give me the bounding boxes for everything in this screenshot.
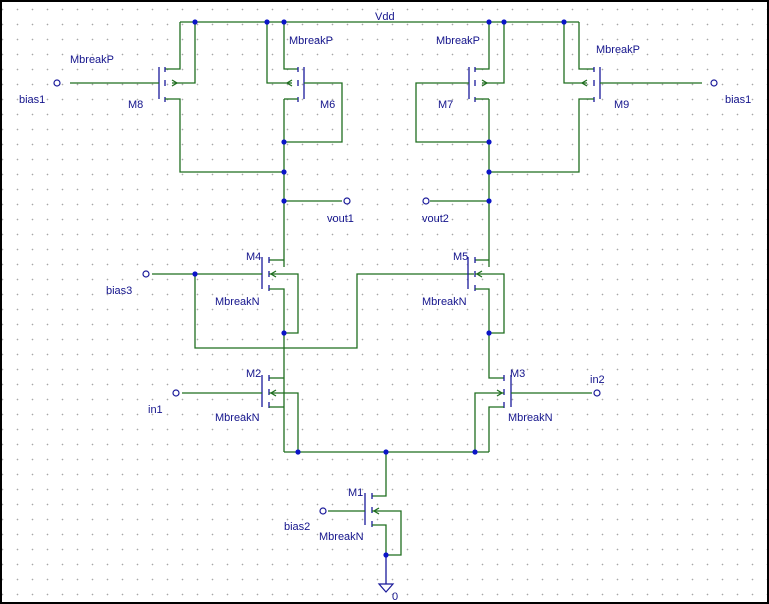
m5-ref: M5 (453, 251, 468, 263)
in2-label: in2 (590, 374, 605, 386)
m3-model: MbreakN (508, 412, 553, 424)
m4-ref: M4 (246, 251, 261, 263)
transistor-m3[interactable]: in2 M3 MbreakN (474, 368, 605, 452)
transistor-m6[interactable]: MbreakP M6 (266, 22, 343, 143)
vout1-label: vout1 (327, 213, 354, 225)
m9-ref: M9 (614, 99, 629, 111)
ground-icon (377, 583, 395, 593)
bias3-label: bias3 (106, 285, 132, 297)
m3-ref: M3 (510, 368, 525, 380)
ground-label: 0 (392, 591, 398, 603)
transistor-m7[interactable]: MbreakP M7 (415, 22, 505, 143)
transistor-m4[interactable]: bias3 M4 MbreakN (106, 251, 474, 452)
bias1-right-pin[interactable] (710, 79, 718, 87)
transistor-m1[interactable]: bias2 M1 MbreakN (284, 487, 402, 584)
vdd-label: Vdd (375, 11, 395, 23)
m7-model: MbreakP (436, 35, 480, 47)
bias1-left-label: bias1 (19, 94, 45, 106)
m6-model: MbreakP (289, 35, 333, 47)
in1-label: in1 (148, 404, 163, 416)
bias1-right-label: bias1 (725, 94, 751, 106)
junction-dots (192, 19, 567, 558)
m8-model: MbreakP (70, 54, 114, 66)
transistor-m8[interactable]: bias1 MbreakP M8 (19, 22, 284, 173)
vout1-pin[interactable] (343, 197, 351, 205)
vout1-node[interactable]: vout1 (283, 99, 354, 267)
vout2-label: vout2 (422, 213, 449, 225)
transistor-m9[interactable]: bias1 MbreakP M9 (489, 22, 751, 173)
m1-ref: M1 (348, 487, 363, 499)
m5-model: MbreakN (422, 296, 467, 308)
m9-model: MbreakP (596, 44, 640, 56)
m8-ref: M8 (128, 99, 143, 111)
transistor-m2[interactable]: in1 M2 MbreakN (148, 368, 299, 452)
m6-ref: M6 (320, 99, 335, 111)
bias1-left-pin[interactable] (53, 79, 61, 87)
vout2-pin[interactable] (422, 197, 430, 205)
tail-drop-wire[interactable] (372, 452, 387, 497)
m4-model: MbreakN (215, 296, 260, 308)
m7-ref: M7 (438, 99, 453, 111)
ground-symbol[interactable]: 0 (377, 583, 398, 603)
m1-model: MbreakN (319, 531, 364, 543)
vdd-rail[interactable]: Vdd (180, 11, 579, 23)
in1-pin[interactable] (172, 389, 180, 397)
m2-model: MbreakN (215, 412, 260, 424)
bias2-pin[interactable] (319, 507, 327, 515)
bias2-label: bias2 (284, 521, 310, 533)
bias3-pin[interactable] (142, 270, 150, 278)
transistor-m5[interactable]: M5 MbreakN (422, 251, 505, 379)
m2-ref: M2 (246, 368, 261, 380)
in2-pin[interactable] (593, 389, 601, 397)
vout2-node[interactable]: vout2 (422, 99, 490, 267)
